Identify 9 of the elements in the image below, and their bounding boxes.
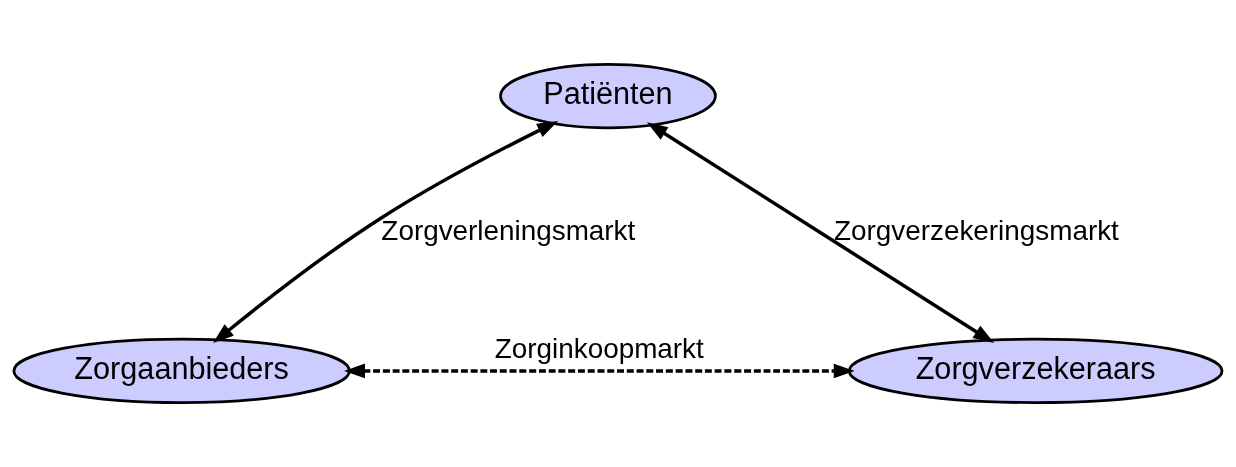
edge-label: Zorginkoopmarkt: [494, 333, 704, 365]
node-ellipse: Patiënten: [499, 63, 717, 130]
arrow: [344, 363, 855, 379]
arrow: [213, 121, 559, 344]
node-ellipse: Zorgverzekeraars: [847, 337, 1224, 404]
edge-label: Zorgverzekeringsmarkt: [834, 215, 1119, 247]
node-ellipse: Zorgaanbieders: [12, 337, 351, 404]
edge-label: Zorgverleningsmarkt: [381, 215, 636, 247]
arrow: [646, 122, 995, 344]
